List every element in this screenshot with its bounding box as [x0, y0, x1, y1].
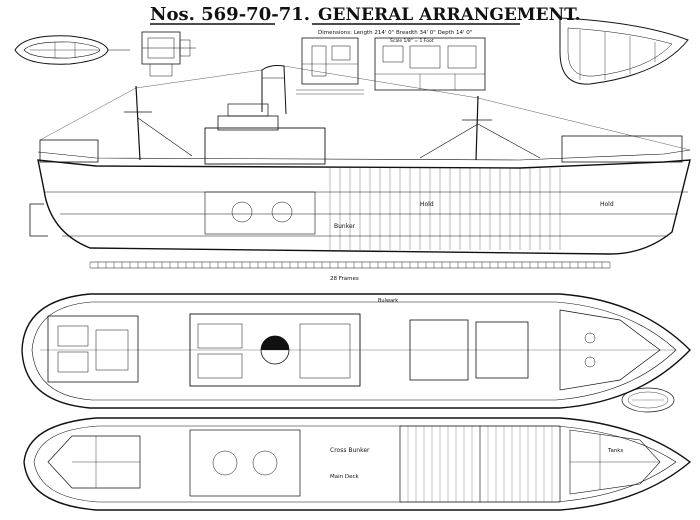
profile-frame-lines	[329, 168, 561, 250]
frame-spacing-label: 28 Frames	[330, 276, 359, 282]
keel-frame-scale	[90, 261, 610, 269]
ship-profile-elevation	[29, 65, 691, 255]
deckhouse-detail	[374, 37, 486, 91]
profile-hold-label: Hold	[420, 201, 434, 208]
deck-note-label: Bulwark	[378, 298, 398, 304]
drawing-number: Nos. 569-70-71.	[150, 4, 310, 25]
drawing-title: GENERAL ARRANGEMENT.	[318, 5, 581, 25]
lower-deck-note: Main Deck	[330, 474, 360, 480]
profile-bunker-label: Bunker	[334, 223, 356, 230]
frame-tick-marks	[89, 262, 611, 268]
builder-seal	[621, 387, 675, 413]
tank-note-label: Tanks	[607, 448, 623, 454]
drawing-subtitle: Dimensions: Length 214' 0" Breadth 34' 0…	[318, 30, 472, 36]
boat-detail-plan	[14, 35, 130, 65]
drawing-scale: Scale 1/8" = 1 Foot	[390, 38, 434, 44]
lower-hold-label: Cross Bunker	[330, 447, 370, 454]
winch-detail	[141, 31, 196, 77]
bow-lines-detail	[559, 17, 689, 85]
upper-deck-plan	[21, 293, 691, 409]
section-detail	[296, 37, 364, 95]
lower-deck-plan	[23, 417, 692, 511]
lower-hold-frames	[399, 426, 561, 502]
profile-hold-label-fwd: Hold	[600, 201, 614, 208]
